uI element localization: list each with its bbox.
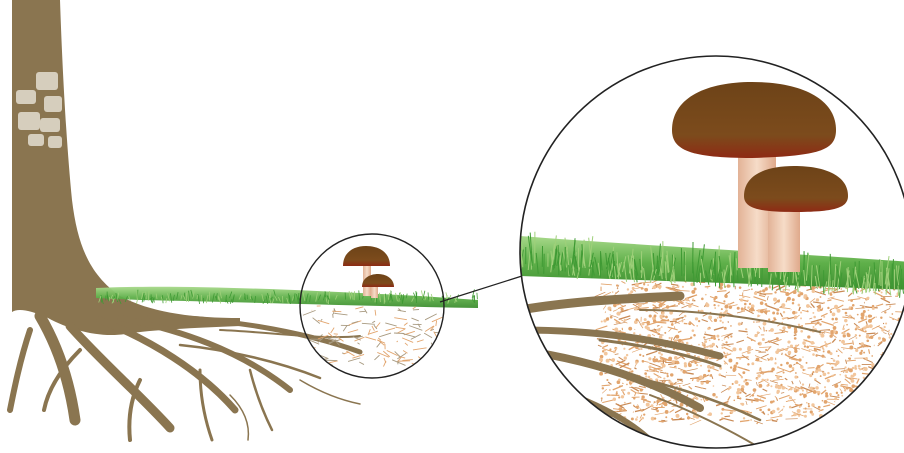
mushroom-icon [343,246,390,266]
tree-roots [10,316,360,440]
ground-grass [96,287,478,308]
tree [10,0,360,440]
zoom-connector-line [440,276,522,302]
tree-trunk-icon [12,0,240,335]
small-mushrooms [343,246,394,298]
large-lens [520,56,904,452]
